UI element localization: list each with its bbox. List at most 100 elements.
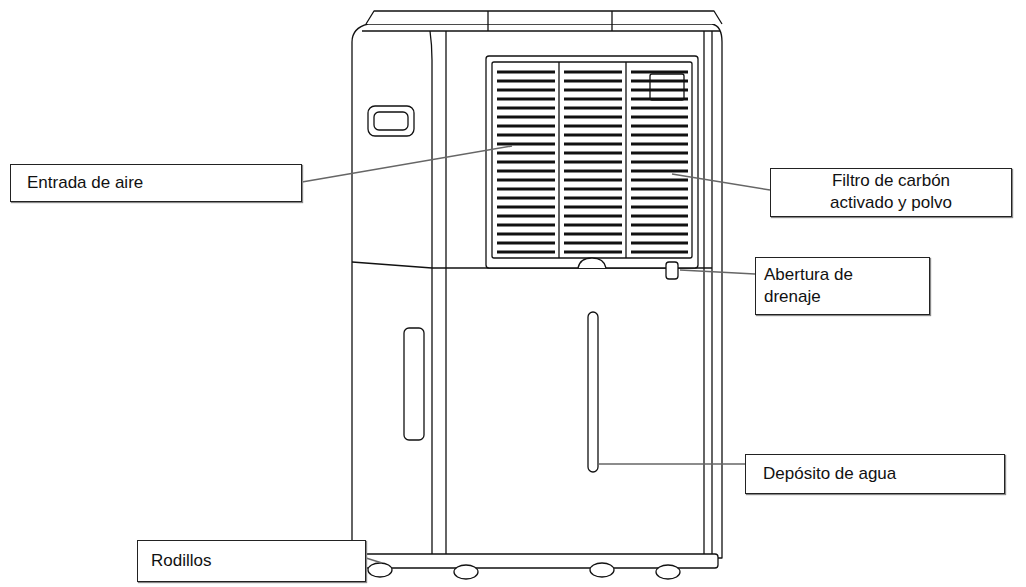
water-level-window (588, 312, 598, 472)
grille-slat (631, 161, 688, 164)
housing (352, 24, 722, 558)
grille-slat (497, 206, 555, 209)
grille-slat (631, 80, 688, 83)
grille-slat (631, 134, 688, 137)
grille-slat (497, 224, 555, 227)
front-edge (703, 31, 704, 556)
grille-slat (631, 251, 688, 254)
grille-slat (564, 143, 622, 146)
grille-slat (564, 206, 622, 209)
callout-text: Abertura de drenaje (764, 264, 886, 308)
grille-slat (631, 233, 688, 236)
wheel (656, 565, 680, 579)
lid-edge (487, 11, 488, 31)
grille-slat (564, 107, 622, 110)
grille-slat (564, 179, 622, 182)
leader-line (680, 270, 755, 274)
side-recess (404, 328, 424, 440)
grille-slat (631, 242, 688, 245)
grille-slat (631, 89, 688, 92)
grille-slat (497, 143, 555, 146)
grille-slat (564, 161, 622, 164)
grille-slat (497, 197, 555, 200)
leader-line (672, 174, 770, 190)
callout-box: Depósito de agua (745, 454, 1005, 494)
grille-slat (564, 215, 622, 218)
front-edge (711, 31, 712, 556)
leader-line (302, 146, 512, 182)
grille-slat (497, 233, 555, 236)
grille-slat (631, 188, 688, 191)
grille-slat (497, 242, 555, 245)
grille-slat (497, 161, 555, 164)
grille-slat (631, 215, 688, 218)
grille-slat (497, 89, 555, 92)
grille-slat (497, 152, 555, 155)
leader-line (366, 558, 382, 563)
callout-box: Filtro de carbón activado y polvo (770, 168, 1012, 217)
grille-slat (564, 170, 622, 173)
panel-division (352, 262, 432, 268)
grille-slat (564, 233, 622, 236)
grille-slat (497, 80, 555, 83)
grille-slat (631, 224, 688, 227)
callout-text: Entrada de aire (27, 172, 287, 194)
display-window (650, 74, 684, 100)
grille-slat (631, 206, 688, 209)
grille-slat (497, 170, 555, 173)
grille-slat (497, 188, 555, 191)
callout-text: Filtro de carbón activado y polvo (813, 170, 969, 214)
grille-slat (564, 197, 622, 200)
grille-slat (497, 251, 555, 254)
grille-slat (564, 98, 622, 101)
grille-slat (564, 242, 622, 245)
grille-slat (564, 125, 622, 128)
grille-slat (497, 107, 555, 110)
wheel (590, 563, 614, 577)
side-handle (368, 106, 414, 136)
wheel (368, 563, 392, 577)
grille-slat (564, 116, 622, 119)
grille-slat (497, 116, 555, 119)
grille-slat (631, 152, 688, 155)
grille-slat (631, 116, 688, 119)
grille-slat (631, 107, 688, 110)
wheel (454, 565, 478, 579)
grille-slat (564, 224, 622, 227)
side-panel-edge (445, 31, 446, 556)
grille-frame (486, 56, 698, 268)
callout-text: Depósito de agua (763, 463, 994, 485)
grille-slat (631, 179, 688, 182)
grille-divider (625, 62, 626, 258)
grille-slat (497, 98, 555, 101)
side-panel-edge (430, 31, 432, 556)
grille-slat (497, 215, 555, 218)
grille-slat (564, 134, 622, 137)
leader-line (598, 463, 745, 465)
grille-slat (564, 251, 622, 254)
side-handle (374, 112, 408, 130)
lid-edge (611, 11, 612, 31)
grille-slat (564, 89, 622, 92)
grille-slat (564, 188, 622, 191)
drain-opening (666, 262, 678, 279)
grille-slat (631, 125, 688, 128)
grille-slat (631, 197, 688, 200)
grille-divider (558, 62, 559, 258)
grille-slat (497, 125, 555, 128)
grille-slat (631, 143, 688, 146)
grille-slat (497, 71, 555, 74)
grille-frame (492, 62, 692, 258)
grille-slat (564, 80, 622, 83)
grille-slat (564, 71, 622, 74)
grille-slat (497, 134, 555, 137)
grille-slat (631, 170, 688, 173)
top-lid (366, 11, 722, 24)
lid-edge (362, 30, 720, 31)
callout-box: Rodillos (137, 540, 366, 582)
grille-notch (578, 258, 606, 268)
grille-slat (631, 71, 688, 74)
grille-slat (564, 152, 622, 155)
callout-box: Entrada de aire (10, 164, 302, 202)
